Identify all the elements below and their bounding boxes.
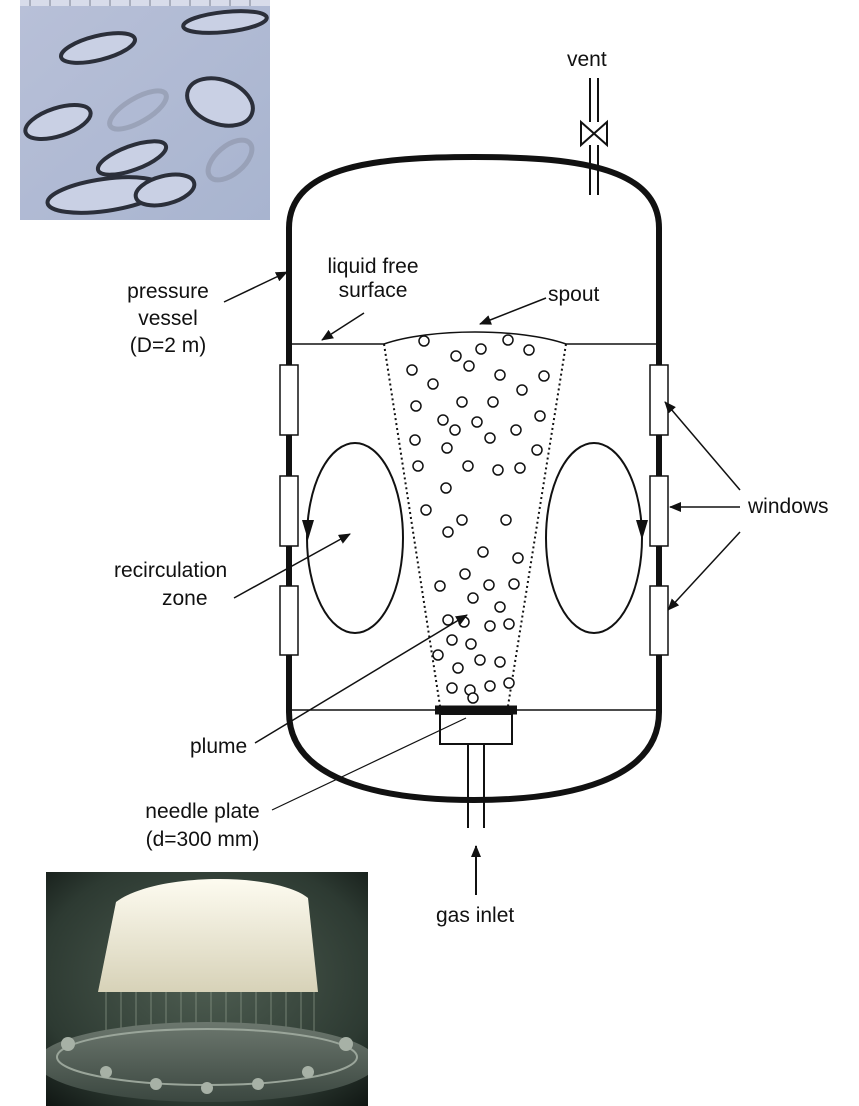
liquid-free-surface-line-2: surface xyxy=(318,279,428,303)
window-left-1 xyxy=(280,365,298,435)
gas-inlet-label: gas inlet xyxy=(436,904,514,928)
liquid-free-surface-label: liquid free surface xyxy=(318,255,428,303)
spout-label: spout xyxy=(548,283,599,307)
window-left-2 xyxy=(280,476,298,546)
window-right-2 xyxy=(650,476,668,546)
needle-plate-line-2: (d=300 mm) xyxy=(130,826,275,854)
vent-label: vent xyxy=(567,48,607,72)
vent-valve-icon xyxy=(581,122,607,145)
liquid-surface-arrow xyxy=(322,313,364,340)
liquid-free-surface-line-1: liquid free xyxy=(318,255,428,279)
gas-inlet-pipe xyxy=(468,744,484,828)
plume-label: plume xyxy=(190,735,247,759)
recirculation-arrow-right-icon xyxy=(636,520,648,540)
needle-plate-line-1: needle plate xyxy=(130,798,275,826)
recirculation-arrow-left-icon xyxy=(302,520,314,540)
plume-cone xyxy=(384,344,566,706)
pressure-vessel-line-1: pressure xyxy=(110,278,226,305)
pressure-vessel-arrow xyxy=(224,272,287,302)
window-right-1 xyxy=(650,365,668,435)
needle-plate-photo xyxy=(46,872,368,1106)
recirculation-loop-right xyxy=(546,443,642,633)
pressure-vessel-line-3: (D=2 m) xyxy=(110,332,226,359)
windows-arrow-3 xyxy=(668,532,740,610)
liquid-surface xyxy=(289,332,659,344)
plume-bubbles xyxy=(407,335,549,703)
vessel-walls xyxy=(289,340,659,712)
pressure-vessel-label: pressure vessel (D=2 m) xyxy=(110,278,226,359)
recirculation-zone-label: recirculation zone xyxy=(114,557,227,613)
spout-arrow xyxy=(480,298,546,324)
needle-plate-image xyxy=(46,872,368,1106)
needle-plate-label: needle plate (d=300 mm) xyxy=(130,798,275,854)
windows-label: windows xyxy=(748,495,829,519)
vessel-top-head xyxy=(289,157,659,340)
windows-arrow-1 xyxy=(665,402,740,490)
window-left-3 xyxy=(280,586,298,655)
needle-plate-housing xyxy=(440,714,512,744)
recirculation-zone-line-1: recirculation xyxy=(114,557,227,585)
vent-pipe xyxy=(581,78,607,195)
recirculation-loop-left xyxy=(307,443,403,633)
window-right-3 xyxy=(650,586,668,655)
recirculation-zone-line-2: zone xyxy=(114,585,227,613)
pressure-vessel-line-2: vessel xyxy=(110,305,226,332)
